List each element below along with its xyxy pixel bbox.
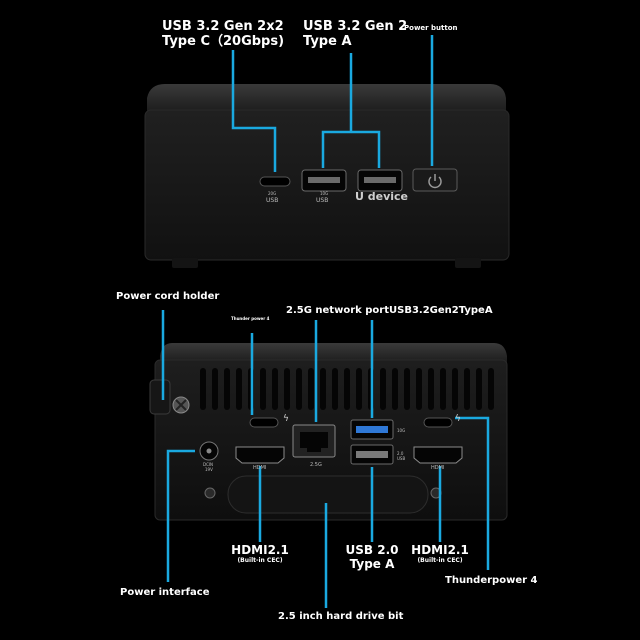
label-thunderpower-small: Thunder power 4 bbox=[231, 316, 270, 321]
label-usb20: USB 2.0 Type A bbox=[345, 543, 399, 571]
label-network-port: 2.5G network port bbox=[286, 305, 389, 316]
hdd-bay-plate bbox=[227, 475, 429, 514]
label-hdmi-left-sub: (Built-in CEC) bbox=[237, 557, 283, 564]
front-usbc-port bbox=[259, 176, 291, 187]
rear-thunderbolt-port-right bbox=[423, 417, 453, 428]
rear-usb20-mark: USB bbox=[397, 456, 406, 461]
label-hdmi-right: HDMI2.1 bbox=[411, 543, 469, 557]
front-usba1-speed-mark: 10G bbox=[320, 191, 329, 196]
thunderbolt-icon: ϟ bbox=[455, 414, 461, 424]
front-usba1-mark: USB bbox=[316, 197, 329, 204]
rear-usba-blue-port bbox=[350, 419, 394, 440]
rear-hdmi-left-mark: HDMI bbox=[253, 465, 267, 471]
label-hdd-bit: 2.5 inch hard drive bit bbox=[278, 611, 404, 622]
rear-device bbox=[149, 343, 508, 521]
rear-usba-speed-mark: 10G bbox=[397, 428, 406, 433]
rear-usb20-speed-mark: 2.0 bbox=[397, 451, 404, 456]
label-power-button: Power button bbox=[404, 24, 458, 32]
power-icon bbox=[428, 174, 442, 189]
rj45-port bbox=[292, 424, 336, 458]
label-hdmi-left: HDMI2.1 bbox=[231, 543, 289, 557]
label-hdmi-right-sub: (Built-in CEC) bbox=[417, 557, 463, 564]
front-usbc-mark: USB bbox=[266, 197, 279, 204]
label-usb-gen2-typea: USB3.2Gen2TypeA bbox=[389, 305, 493, 316]
front-usba2-mark: U device bbox=[355, 190, 409, 203]
power-cord-holder bbox=[149, 379, 190, 415]
label-usba-top: USB 3.2 Gen 2 Type A bbox=[303, 19, 408, 49]
rear-dc-top-mark: DCIN bbox=[203, 462, 214, 467]
front-usbc-speed-mark: 20G bbox=[268, 191, 277, 196]
thunderbolt-icon: ϟ bbox=[283, 414, 289, 424]
rear-hdmi-right-mark: HDMI bbox=[431, 465, 445, 471]
label-power-cord-holder: Power cord holder bbox=[116, 291, 220, 302]
rear-thunderbolt-port-left bbox=[249, 417, 279, 428]
front-device bbox=[144, 84, 510, 268]
rear-hdmi-port-left bbox=[235, 446, 285, 464]
callout-lines bbox=[161, 35, 490, 608]
label-usbc-top: USB 3.2 Gen 2x2 Type C（20Gbps) bbox=[162, 19, 285, 49]
label-power-interface: Power interface bbox=[120, 587, 210, 598]
rear-dc-bottom-mark: 19V bbox=[205, 467, 213, 472]
rear-lan-mark: 2.5G bbox=[310, 462, 322, 468]
rear-hdmi-port-right bbox=[413, 446, 463, 464]
rear-usb20-port bbox=[350, 444, 394, 465]
label-thunderpower4: Thunderpower 4 bbox=[445, 575, 538, 586]
